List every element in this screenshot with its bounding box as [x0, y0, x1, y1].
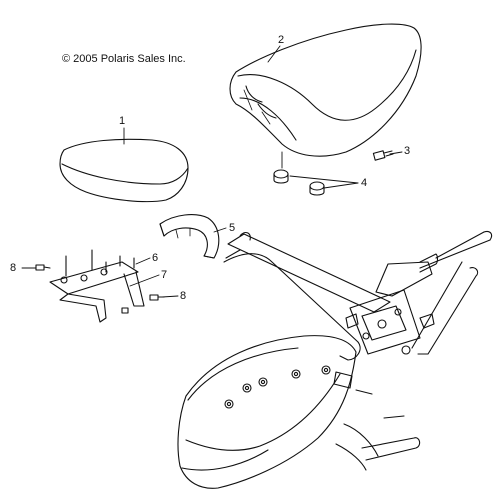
callout-passenger-pad: 1 — [119, 115, 126, 127]
callout-mount-bracket: 7 — [161, 269, 168, 281]
callout-stud: 6 — [152, 252, 159, 264]
callout-bolt-right: 8 — [180, 290, 187, 302]
screw-part — [372, 150, 394, 161]
callout-grommet: 4 — [361, 177, 368, 189]
bolts-part — [35, 264, 165, 314]
callout-bracket-cover: 5 — [229, 222, 236, 234]
callout-screw: 3 — [404, 145, 411, 157]
front-fender-part — [177, 335, 357, 489]
passenger-pad-part — [59, 138, 189, 203]
seat-part — [229, 23, 422, 157]
mount-bracket-part — [49, 249, 145, 323]
callout-seat: 2 — [278, 34, 285, 46]
copyright-text: © 2005 Polaris Sales Inc. — [62, 53, 186, 65]
leader-lines — [21, 45, 403, 298]
bracket-cover-part — [159, 214, 220, 259]
callout-bolt-left: 8 — [10, 262, 17, 274]
front-fork-part — [223, 230, 493, 471]
grommets-part — [273, 169, 325, 196]
